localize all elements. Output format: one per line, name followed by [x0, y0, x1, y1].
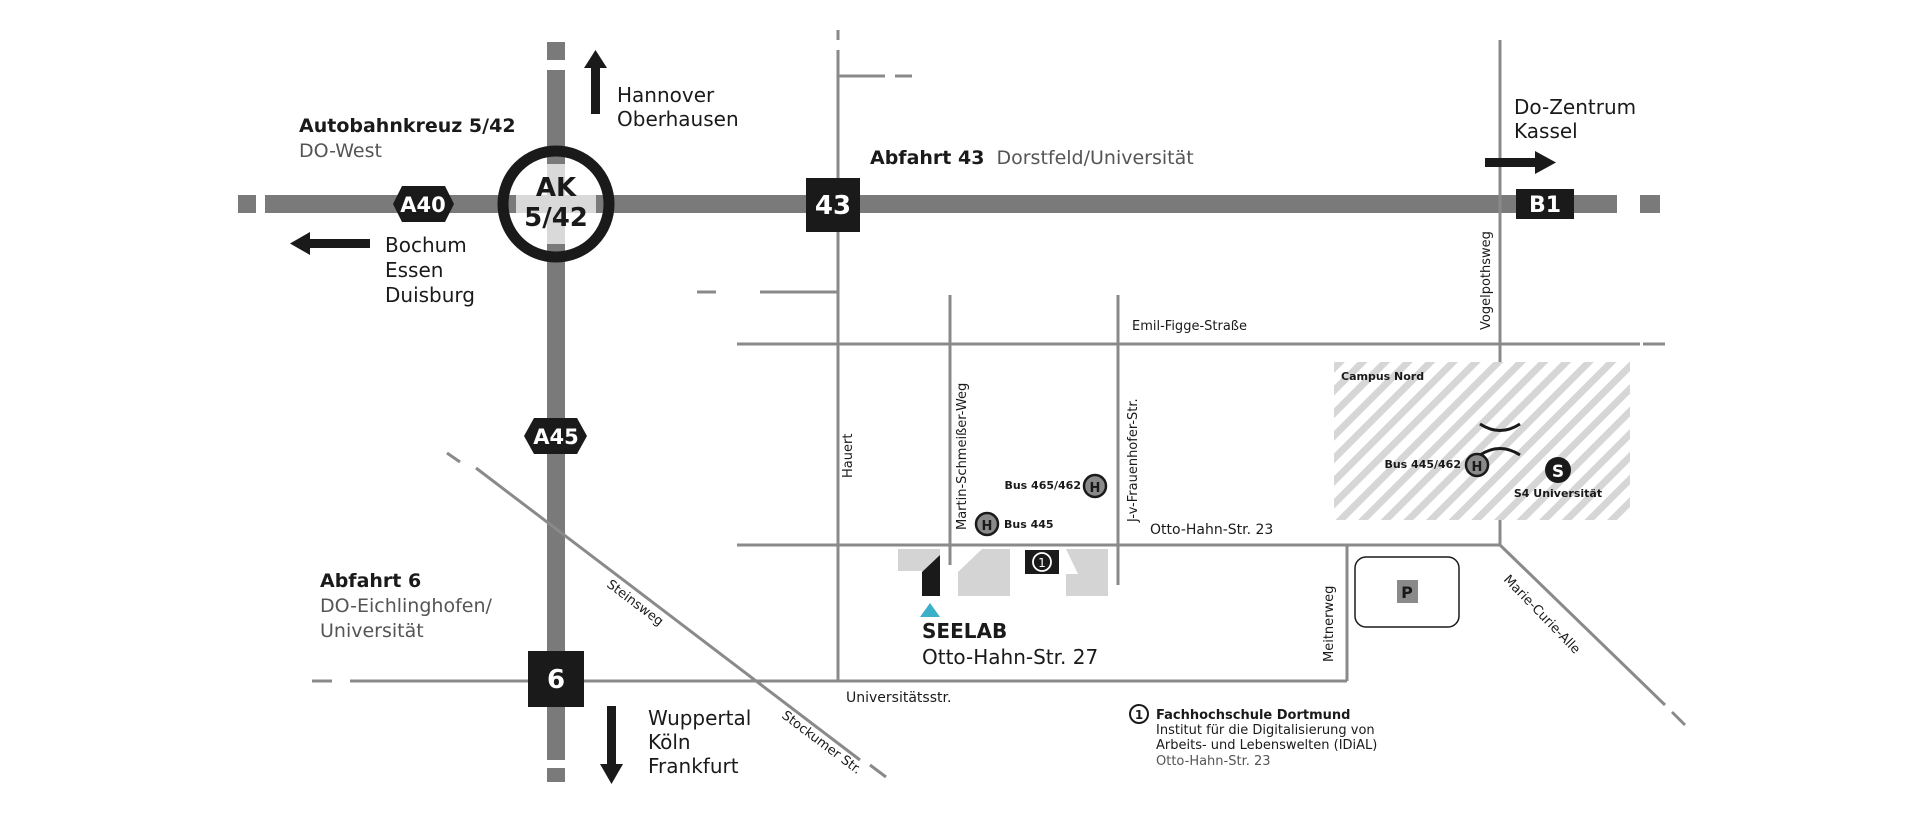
- b1-badge: B1: [1516, 189, 1574, 219]
- street-emil-figge: Emil-Figge-Straße: [1132, 319, 1247, 334]
- legend: 1 Fachhochschule Dortmund Institut für d…: [1129, 704, 1377, 769]
- destination-address: Otto-Hahn-Str. 27: [922, 645, 1098, 669]
- exit-6-dest-1: DO-Eichlinghofen/: [320, 595, 492, 617]
- exit-43-text: Abfahrt 43 Dorstfeld/Universität: [870, 147, 1194, 169]
- exit-6-badge: 6: [528, 651, 584, 707]
- interchange-badge-line2: 5/42: [524, 203, 588, 233]
- dir-west-2: Essen: [385, 258, 443, 282]
- destination-name: SEELAB: [922, 619, 1007, 643]
- dir-west-1: Bochum: [385, 233, 467, 257]
- legend-line1: Institut für die Digitalisierung von: [1156, 723, 1375, 738]
- bus-445-label: Bus 445: [1004, 518, 1054, 531]
- svg-text:43: 43: [815, 191, 851, 221]
- exit-43-label: Abfahrt 43: [870, 147, 984, 169]
- interchange-sub: DO-West: [299, 140, 382, 162]
- street-universitaets: Universitätsstr.: [846, 690, 951, 706]
- bridge-icon: [1479, 422, 1521, 457]
- s-bahn-icon: S: [1545, 457, 1571, 483]
- svg-text:A45: A45: [533, 425, 578, 449]
- dir-south-2: Köln: [648, 730, 691, 754]
- street-meitnerweg: Meitnerweg: [1322, 586, 1337, 662]
- legend-line3: Otto-Hahn-Str. 23: [1156, 754, 1271, 769]
- s4-label: S4 Universität: [1514, 487, 1602, 500]
- buildings: [898, 549, 1108, 596]
- dir-north-1: Hannover: [617, 83, 715, 107]
- arrow-north-icon: [584, 50, 607, 114]
- svg-text:H: H: [1090, 481, 1101, 496]
- arrow-east-icon: [1485, 151, 1556, 174]
- local-roads: [312, 30, 1687, 779]
- a40-shield: A40: [393, 186, 454, 222]
- street-hauert: Hauert: [841, 434, 856, 478]
- dir-north-2: Oberhausen: [617, 107, 739, 131]
- bus-445-462-label: Bus 445/462: [1384, 458, 1461, 471]
- bus-stop-445-icon: H: [974, 511, 1000, 537]
- arrow-south-icon: [600, 706, 623, 784]
- parking-lot: P: [1354, 556, 1460, 628]
- dir-west-3: Duisburg: [385, 283, 475, 307]
- exit-43-dest: Dorstfeld/Universität: [996, 147, 1193, 169]
- legend-line2: Arbeits- und Lebenswelten (IDiAL): [1156, 738, 1377, 753]
- svg-text:H: H: [1472, 460, 1483, 475]
- arrow-west-icon: [290, 232, 370, 255]
- exit-43-badge: 43: [806, 178, 860, 232]
- campus-nord-label: Campus Nord: [1341, 370, 1424, 383]
- legend-building-1-marker: 1: [1025, 550, 1059, 574]
- parking-icon: P: [1401, 583, 1413, 602]
- bus-stop-465-icon: H: [1082, 473, 1108, 499]
- dir-south-1: Wuppertal: [648, 706, 751, 730]
- bus-465-label: Bus 465/462: [1004, 479, 1081, 492]
- street-stockumer: Stockumer Str.: [779, 708, 864, 778]
- legend-title: Fachhochschule Dortmund: [1156, 708, 1350, 723]
- svg-text:6: 6: [547, 665, 565, 695]
- interchange-badge-line1: AK: [536, 173, 577, 203]
- svg-text:1: 1: [1135, 708, 1143, 722]
- exit-6-dest-2: Universität: [320, 620, 424, 642]
- a45-shield: A45: [524, 418, 587, 454]
- svg-text:B1: B1: [1529, 193, 1561, 218]
- street-steinsweg: Steinsweg: [604, 577, 666, 629]
- legend-symbol-icon: [1129, 704, 1149, 724]
- svg-text:A40: A40: [400, 193, 445, 217]
- interchange-name: Autobahnkreuz 5/42: [299, 115, 516, 137]
- street-martin-schmeisser: Martin-Schmeißer-Weg: [955, 383, 970, 530]
- interchange-ak-5-42: AK 5/42: [497, 145, 615, 263]
- street-frauenhofer: J-v-Frauenhofer-Str.: [1126, 398, 1141, 523]
- svg-text:S: S: [1552, 462, 1564, 482]
- street-vogelpothsweg: Vogelpothsweg: [1479, 231, 1494, 330]
- campus-nord-area: [1334, 362, 1630, 520]
- svg-text:1: 1: [1038, 556, 1046, 570]
- exit-6-label: Abfahrt 6: [320, 570, 421, 592]
- bus-stop-445-462-icon: H: [1464, 452, 1490, 478]
- street-otto-hahn: Otto-Hahn-Str. 23: [1150, 522, 1273, 538]
- seelab-marker-icon: [920, 603, 940, 617]
- dir-south-3: Frankfurt: [648, 754, 739, 778]
- svg-text:H: H: [982, 519, 993, 534]
- dir-east-1: Do-Zentrum: [1514, 95, 1636, 119]
- dir-east-2: Kassel: [1514, 119, 1578, 143]
